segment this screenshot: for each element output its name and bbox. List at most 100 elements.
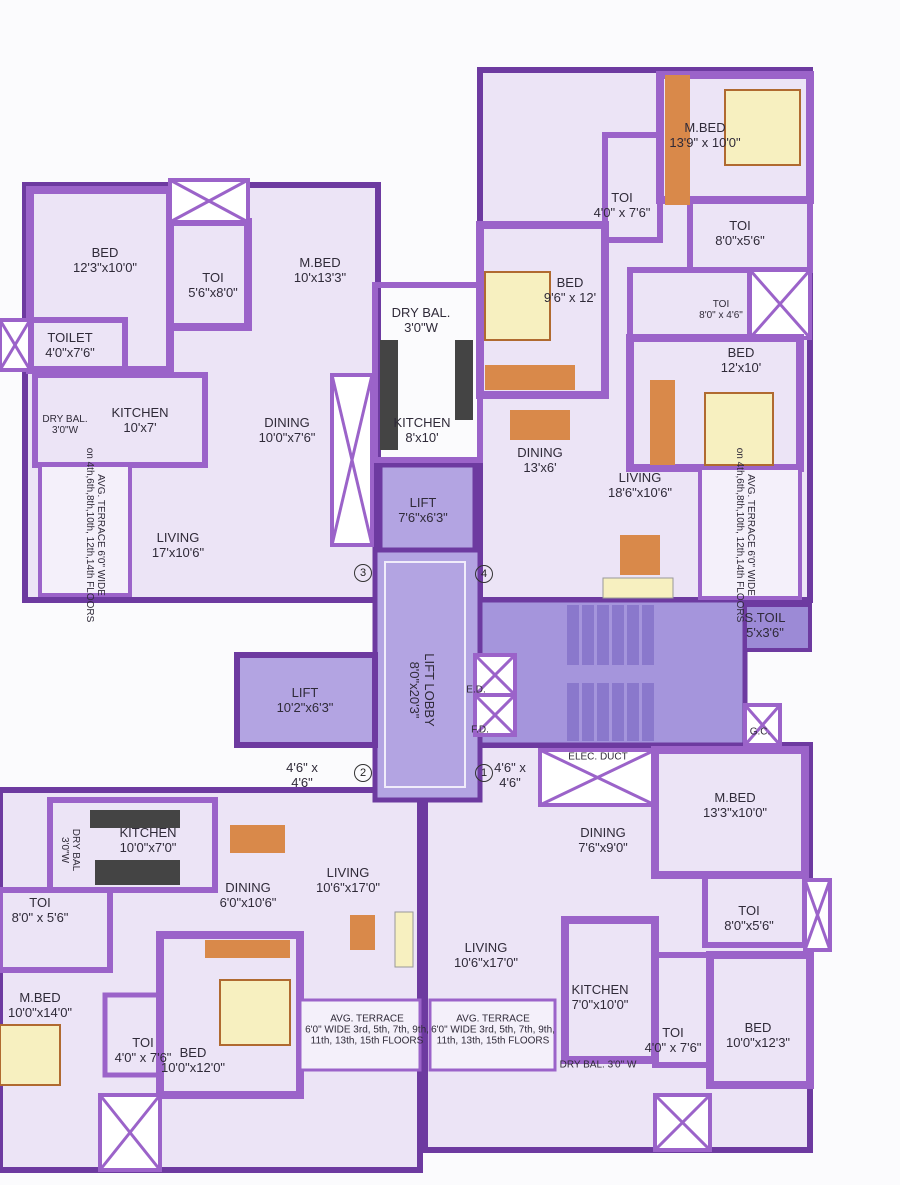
stair-step bbox=[627, 605, 639, 665]
lift-1 bbox=[377, 462, 478, 553]
room-name: AVG. TERRACE 6'0" WIDE bbox=[95, 474, 106, 596]
room-name: KITCHEN bbox=[571, 982, 629, 997]
room-dimensions: 6'0" WIDE 3rd, 5th, 7th, 9th, 11th, 13th… bbox=[431, 1024, 555, 1047]
duct-cross bbox=[98, 1094, 162, 1171]
room-name: S.TOIL bbox=[744, 610, 786, 625]
room-dimensions: 10'6"x17'0" bbox=[315, 880, 381, 895]
bed-furniture bbox=[0, 1024, 61, 1086]
room-name: AVG. TERRACE 6'0" WIDE bbox=[745, 474, 756, 596]
flat-number-marker: 2 bbox=[354, 764, 372, 782]
room-dimensions: 10'0"x7'6" bbox=[258, 430, 316, 445]
terrace bbox=[38, 463, 132, 597]
room-dimensions: 8'0" x 4'6" bbox=[699, 310, 743, 321]
room-dimensions: 8'0"x5'6" bbox=[715, 233, 765, 248]
flat-number-marker: 1 bbox=[475, 764, 493, 782]
room-name: BED bbox=[556, 275, 584, 290]
room-name: M.BED bbox=[684, 120, 726, 135]
room-name: M.BED bbox=[299, 255, 341, 270]
room-dimensions: 4'0"x7'6" bbox=[45, 345, 95, 360]
room-dimensions: 10'x13'3" bbox=[293, 270, 347, 285]
room-dimensions: 4'0" x 7'6" bbox=[593, 205, 651, 220]
kitchen-counter bbox=[95, 860, 180, 885]
room-dimensions: 10'0"x7'0" bbox=[119, 840, 177, 855]
kitchen-counter bbox=[90, 810, 180, 828]
room-wall bbox=[372, 282, 483, 463]
room-name: M.BED bbox=[19, 990, 61, 1005]
room-name: BED bbox=[727, 345, 755, 360]
room-dimensions: 10'6"x17'0" bbox=[453, 955, 519, 970]
wardrobe bbox=[650, 380, 675, 465]
room-dimensions: 4'0" x 7'6" bbox=[644, 1040, 702, 1055]
duct-cross bbox=[0, 319, 32, 371]
room-name: DINING bbox=[225, 880, 271, 895]
room-dimensions: 7'6"x6'3" bbox=[398, 510, 448, 525]
terrace bbox=[298, 998, 422, 1072]
room-name: TOI bbox=[29, 895, 51, 910]
room-name: 4'6" x bbox=[494, 760, 526, 775]
room-name: TOILET bbox=[47, 330, 93, 345]
room-name: BED bbox=[91, 245, 119, 260]
bed-furniture bbox=[219, 979, 291, 1046]
stair-step bbox=[567, 605, 579, 665]
room-name: LIFT bbox=[409, 495, 437, 510]
flat-number-marker: 3 bbox=[354, 564, 372, 582]
duct-cross bbox=[653, 1093, 712, 1152]
servant-toilet bbox=[743, 603, 812, 652]
room-wall bbox=[0, 887, 113, 973]
wardrobe bbox=[665, 75, 690, 205]
stair-step bbox=[642, 683, 654, 741]
stair-step bbox=[567, 683, 579, 741]
room-dimensions: 12'x10' bbox=[720, 360, 762, 375]
kitchen-counter bbox=[380, 340, 398, 450]
room-dimensions: 4'0" x 7'6" bbox=[114, 1050, 172, 1065]
room-wall bbox=[47, 797, 218, 893]
room-name: LIVING bbox=[326, 865, 370, 880]
room-dimensions: 6'0" WIDE 3rd, 5th, 7th, 9th, 11th, 13th… bbox=[305, 1024, 429, 1047]
duct-cross bbox=[169, 178, 249, 224]
room-name: DRY BAL. bbox=[391, 305, 451, 320]
room-dimensions: 8'0" x 5'6" bbox=[11, 910, 69, 925]
room-name: TOI bbox=[729, 218, 751, 233]
room-name: LIFT bbox=[291, 685, 319, 700]
room-name: DINING bbox=[517, 445, 563, 460]
room-dimensions: 8'x10' bbox=[405, 430, 439, 445]
room-name: AVG. TERRACE bbox=[456, 1013, 530, 1025]
room-name: TOI bbox=[611, 190, 633, 205]
room-wall bbox=[706, 951, 814, 1089]
lift-2 bbox=[234, 652, 378, 748]
room-dimensions: 3'0"W bbox=[404, 320, 438, 335]
room-label-ul-drybal: DRY BAL.3'0"W bbox=[42, 414, 87, 436]
room-name: LIVING bbox=[618, 470, 662, 485]
room-dimensions: 3'0"W bbox=[51, 425, 79, 436]
stair-step bbox=[597, 605, 609, 665]
stair-step bbox=[612, 683, 624, 741]
room-dimensions: 5'x3'6" bbox=[746, 625, 784, 640]
bed-furniture bbox=[484, 271, 551, 341]
terrace bbox=[698, 466, 802, 600]
room-label-ur-drybal: DRY BAL.3'0"W bbox=[392, 305, 451, 335]
duct-cross bbox=[803, 879, 832, 951]
